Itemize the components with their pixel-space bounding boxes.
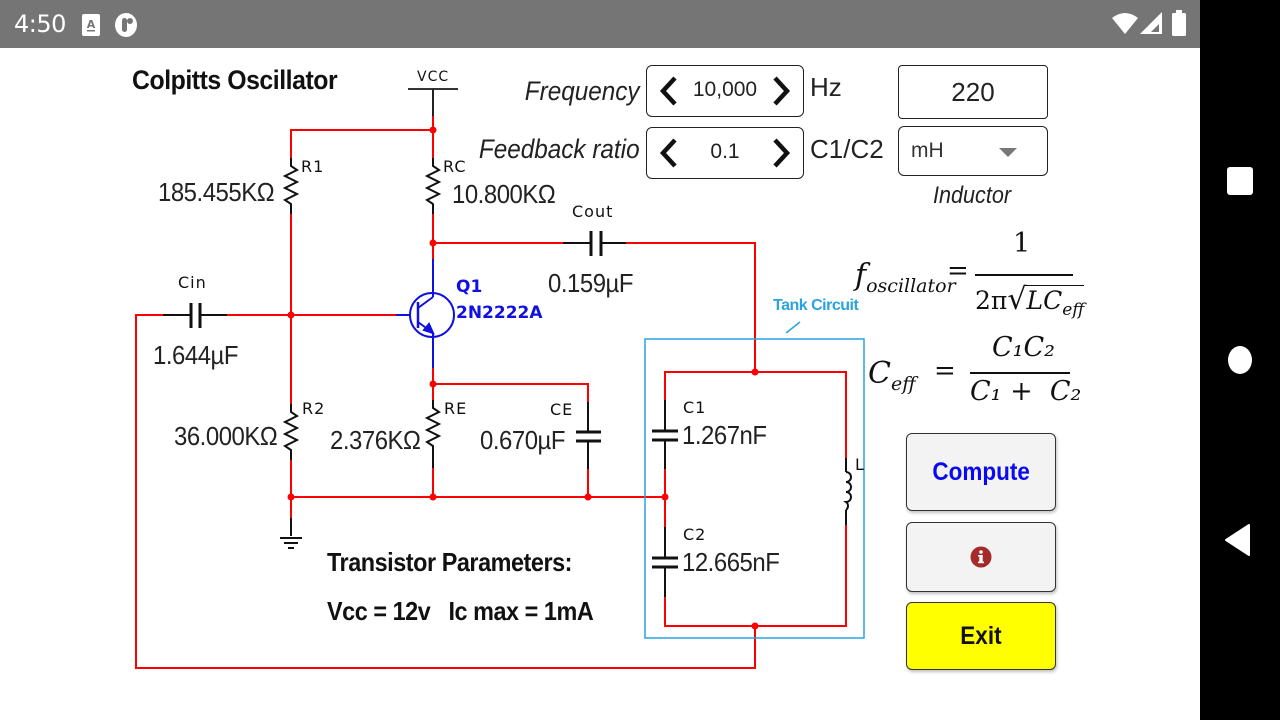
tank-circuit-label: Tank Circuit xyxy=(773,297,859,314)
feedback-ratio-increment-button[interactable] xyxy=(765,136,795,170)
cout-value: 0.159µF xyxy=(548,268,634,298)
compute-button-label: Compute xyxy=(932,458,1030,486)
r1-value: 185.455KΩ xyxy=(158,177,275,207)
resistor-rc xyxy=(424,158,442,214)
back-triangle-icon xyxy=(1225,524,1250,556)
svg-text:A: A xyxy=(87,18,96,31)
tank-circuit-box xyxy=(644,338,865,639)
inductor-label: Inductor xyxy=(933,182,1012,209)
transistor-q1 xyxy=(396,259,455,368)
status-time: 4:50 xyxy=(14,10,66,38)
formula-f-numerator: 1 xyxy=(1013,228,1031,259)
q1-name: Q1 xyxy=(456,277,483,297)
inductor-unit-select[interactable]: mH xyxy=(898,126,1048,176)
wire-feedback-left xyxy=(135,314,756,669)
feedback-ratio-value[interactable]: 0.1 xyxy=(710,140,740,163)
frequency-unit: Hz xyxy=(810,72,842,102)
info-button[interactable] xyxy=(906,522,1056,592)
formula-frequency: foscillator = 1 2π√LCeff xyxy=(855,228,1085,320)
junction-dots xyxy=(287,126,759,630)
recents-button[interactable] xyxy=(1224,164,1256,196)
info-icon xyxy=(970,546,992,568)
r1-name: R1 xyxy=(301,157,325,176)
feedback-ratio-label: Feedback ratio xyxy=(479,134,640,164)
cell-signal-icon xyxy=(1140,12,1162,39)
c1-name: C1 xyxy=(683,398,707,417)
font-accessibility-icon: A xyxy=(82,14,100,41)
vcc-label: VCC xyxy=(417,69,450,85)
battery-icon xyxy=(1172,10,1186,41)
wire-emitter-ce xyxy=(433,383,589,402)
ce-value: 0.670µF xyxy=(480,425,566,455)
status-bar: 4:50 A xyxy=(0,0,1200,48)
wire-cout-tank xyxy=(626,242,756,372)
frequency-decrement-button[interactable] xyxy=(655,74,685,108)
feedback-ratio-stepper[interactable]: 0.1 xyxy=(646,127,804,179)
transistor-params-heading: Transistor Parameters: xyxy=(327,547,573,577)
resistor-r2 xyxy=(282,404,300,460)
capacitor-c2 xyxy=(652,527,678,597)
back-button[interactable] xyxy=(1224,522,1256,556)
c2-value: 12.665nF xyxy=(682,547,780,577)
c2-name: C2 xyxy=(683,525,707,544)
page-title: Colpitts Oscillator xyxy=(132,65,338,95)
app-notification-icon xyxy=(114,12,140,43)
frequency-label: Frequency xyxy=(525,76,640,106)
r2-value: 36.000KΩ xyxy=(174,421,278,451)
frequency-stepper[interactable]: 10,000 xyxy=(646,65,804,117)
chevron-left-icon xyxy=(659,138,677,168)
rc-value: 10.800KΩ xyxy=(452,179,556,209)
wifi-icon xyxy=(1112,12,1138,39)
formula-f-denominator: 2π√LCeff xyxy=(975,282,1085,320)
capacitor-c1 xyxy=(652,400,678,469)
r2-name: R2 xyxy=(302,399,326,418)
formula-ceff-numerator: C₁C₂ xyxy=(992,332,1055,363)
feedback-ratio-unit: C1/C2 xyxy=(810,134,884,164)
capacitor-ce xyxy=(576,402,601,469)
app-content: Colpitts Oscillator VCC R1 185.455KΩ RC … xyxy=(0,48,1200,720)
exit-button-label: Exit xyxy=(960,622,1002,650)
exit-button[interactable]: Exit xyxy=(906,602,1056,670)
inductor-l xyxy=(843,458,852,525)
formula-ceff: Ceff = C₁C₂ C₁ + C₂ xyxy=(868,332,1082,407)
chevron-right-icon xyxy=(773,76,791,106)
chevron-right-icon xyxy=(773,138,791,168)
inductor-unit-selected: mH xyxy=(911,139,944,162)
transistor-params-values: Vcc = 12v Ic max = 1mA xyxy=(327,596,594,626)
navigation-bar xyxy=(1200,0,1280,720)
cin-value: 1.644µF xyxy=(153,340,239,370)
c1-value: 1.267nF xyxy=(682,420,767,450)
rc-name: RC xyxy=(443,157,467,176)
inductor-value-input[interactable]: 220 xyxy=(898,65,1048,119)
compute-button[interactable]: Compute xyxy=(906,433,1056,511)
wire-vcc-rail xyxy=(290,116,434,158)
dropdown-caret-icon xyxy=(999,148,1017,157)
formula-ceff-denominator: C₁ + C₂ xyxy=(970,376,1082,407)
tank-label-leader xyxy=(785,321,801,334)
q1-part: 2N2222A xyxy=(456,303,543,323)
ground-symbol xyxy=(280,537,302,549)
cin-name: Cin xyxy=(178,273,207,292)
home-button[interactable] xyxy=(1224,344,1256,376)
l-name: L xyxy=(855,455,865,474)
resistor-re xyxy=(424,400,442,468)
re-value: 2.376KΩ xyxy=(330,425,421,455)
circle-icon xyxy=(1228,346,1252,374)
square-icon xyxy=(1227,167,1253,195)
frequency-value[interactable]: 10,000 xyxy=(692,78,758,101)
re-name: RE xyxy=(444,399,468,418)
feedback-ratio-decrement-button[interactable] xyxy=(655,136,685,170)
formula-ceff-lhs: Ceff xyxy=(868,356,916,395)
cout-name: Cout xyxy=(572,202,614,221)
resistor-r1 xyxy=(282,158,300,214)
ce-name: CE xyxy=(550,400,574,419)
chevron-left-icon xyxy=(659,76,677,106)
frequency-increment-button[interactable] xyxy=(765,74,795,108)
formula-f-lhs: foscillator xyxy=(855,258,956,297)
circuit-schematic xyxy=(135,88,865,669)
